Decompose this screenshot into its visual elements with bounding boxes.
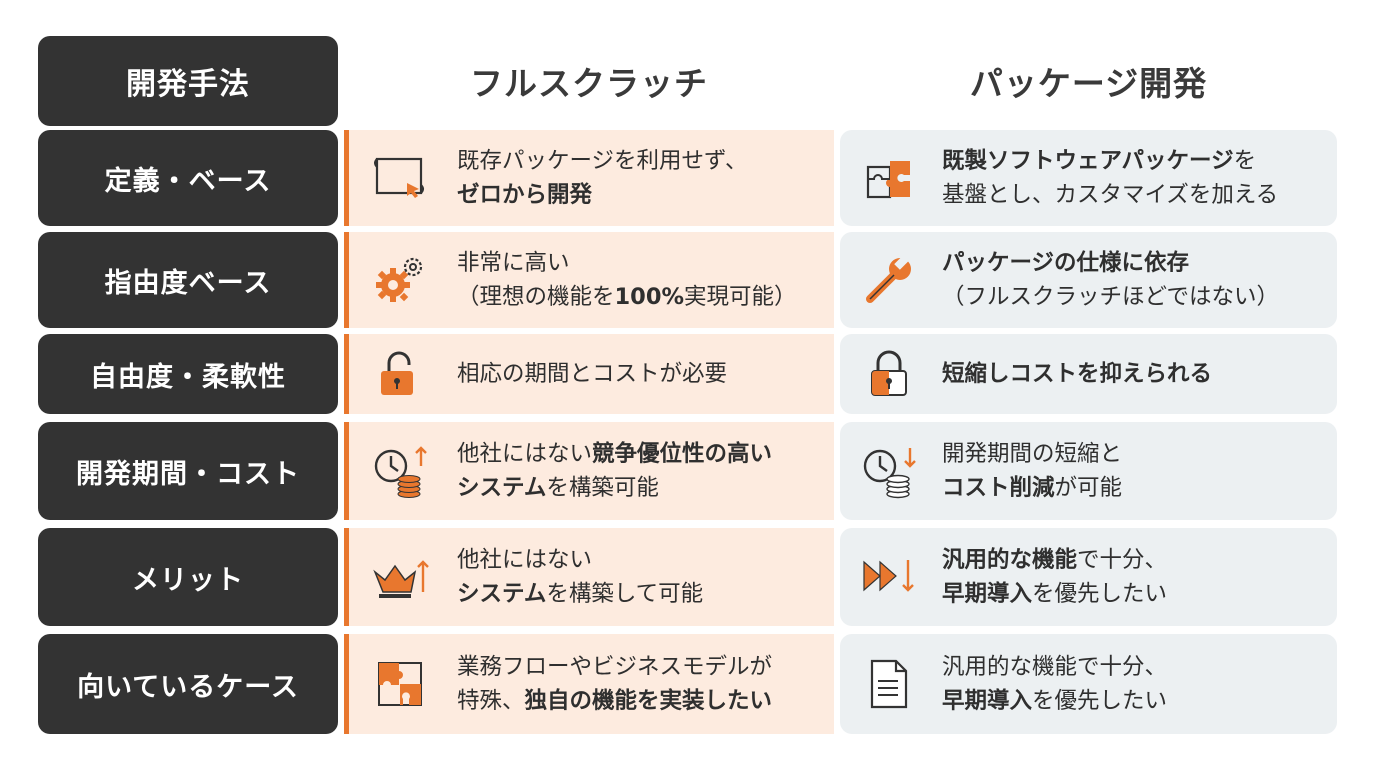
fullscratch-cell-base: 非常に高い （理想の機能を100%実現可能） <box>344 232 834 328</box>
header-method-cell: 開発手法 <box>38 36 338 126</box>
document-icon <box>860 655 918 713</box>
package-cell-flexibility: 短縮しコストを抑えられる <box>840 334 1337 414</box>
pk-cost-line1: 開発期間の短縮と <box>942 441 1123 467</box>
fs-base-line2a: （理想の機能を <box>457 284 615 310</box>
fs-cost-line2a-bold: システム <box>457 475 547 501</box>
pk-merit-line2a-bold: 早期導入 <box>942 581 1033 607</box>
pk-cost-line2a-bold: コスト削減 <box>942 475 1055 501</box>
package-cell-merit: 汎用的な機能で十分、 早期導入を優先したい <box>840 528 1337 626</box>
header-method-label: 開発手法 <box>126 67 250 102</box>
puzzle-icon <box>371 655 429 713</box>
fs-base-line1: 非常に高い <box>457 250 570 276</box>
package-cell-period-cost: 開発期間の短縮と コスト削減が可能 <box>840 422 1337 520</box>
pk-merit-line1a-bold: 汎用的な機能 <box>942 547 1078 573</box>
column-header-package: パッケージ開発 <box>840 36 1337 126</box>
fs-case-line2a: 特殊、 <box>457 688 525 714</box>
fs-base-line2b-bold: 100% <box>614 284 685 310</box>
column-title-package: パッケージ開発 <box>969 64 1208 103</box>
fs-def-line1: 既存パッケージを利用せず、 <box>457 148 748 174</box>
fs-case-line2b-bold: 独自の機能を実装したい <box>524 688 773 714</box>
clock-coins-down-icon <box>860 442 918 500</box>
fs-cost-line1b-bold: 競争優位性の高い <box>592 441 773 467</box>
fullscratch-cell-suitable-case: 業務フローやビジネスモデルが 特殊、独自の機能を実装したい <box>344 634 834 734</box>
pk-def-line1-bold: 既製ソフトウェアパッケージ <box>942 148 1234 174</box>
crown-up-icon <box>371 548 429 606</box>
pk-case-line1: 汎用的な機能で十分、 <box>942 654 1168 680</box>
fs-cost-line2b: を構築可能 <box>546 475 659 501</box>
puzzle-box-icon <box>860 149 918 207</box>
padlock-icon <box>860 345 918 403</box>
row-label-definition: 定義・ベース <box>38 130 338 226</box>
fs-merit-line1: 他社にはない <box>457 547 593 573</box>
pk-base-line1-bold: パッケージの仕様に依存 <box>942 250 1190 276</box>
pk-def-line1-rest: を <box>1233 148 1257 174</box>
pk-cost-line2b: が可能 <box>1054 475 1123 501</box>
row-label-text: 定義・ベース <box>104 165 272 197</box>
pk-flex-line1a: 短縮し <box>942 361 1010 387</box>
fullscratch-cell-definition: 既存パッケージを利用せず、 ゼロから開発 <box>344 130 834 226</box>
fast-forward-down-icon <box>860 548 918 606</box>
row-label-merit: メリット <box>38 528 338 626</box>
pk-case-line2a-bold: 早期導入 <box>942 688 1033 714</box>
row-label-base: 指由度ベース <box>38 232 338 328</box>
row-label-text: 自由度・柔軟性 <box>90 361 286 393</box>
wrench-icon <box>860 251 918 309</box>
row-label-period-cost: 開発期間・コスト <box>38 422 338 520</box>
unlocked-padlock-icon <box>371 345 429 403</box>
row-label-flexibility: 自由度・柔軟性 <box>38 334 338 414</box>
pk-merit-line2b: を優先したい <box>1032 581 1168 607</box>
fullscratch-cell-period-cost: 他社にはない競争優位性の高い システムを構築可能 <box>344 422 834 520</box>
fs-base-line2c: 実現可能） <box>684 284 797 310</box>
fs-case-line1: 業務フローやビジネスモデルが <box>457 654 773 680</box>
blueprint-cursor-icon <box>371 149 429 207</box>
fs-def-line2-bold: ゼロから開発 <box>457 182 593 208</box>
pk-merit-line1b: で十分、 <box>1077 547 1168 573</box>
package-cell-suitable-case: 汎用的な機能で十分、 早期導入を優先したい <box>840 634 1337 734</box>
gears-icon <box>371 251 429 309</box>
package-cell-base: パッケージの仕様に依存 （フルスクラッチほどではない） <box>840 232 1337 328</box>
fs-merit-line2b: を構築して可能 <box>546 581 704 607</box>
fs-flex-line1: 相応の期間とコストが必要 <box>457 361 728 387</box>
clock-coins-up-icon <box>371 442 429 500</box>
row-label-suitable-case: 向いているケース <box>38 634 338 734</box>
pk-flex-line1b: コストを抑えられる <box>1009 361 1213 387</box>
pk-case-line2b: を優先したい <box>1032 688 1168 714</box>
fs-cost-line1a: 他社にはない <box>457 441 593 467</box>
pk-base-line2: （フルスクラッチほどではない） <box>942 284 1280 310</box>
fullscratch-cell-flexibility: 相応の期間とコストが必要 <box>344 334 834 414</box>
column-header-fullscratch: フルスクラッチ <box>344 36 834 126</box>
pk-def-line2: 基盤とし、カスタマイズを加える <box>942 182 1279 208</box>
row-label-text: 開発期間・コスト <box>76 458 300 490</box>
row-label-text: 向いているケース <box>77 671 299 703</box>
row-label-text: 指由度ベース <box>104 267 272 299</box>
fs-merit-line2a-bold: システム <box>457 581 547 607</box>
row-label-text: メリット <box>132 564 244 596</box>
fullscratch-cell-merit: 他社にはない システムを構築して可能 <box>344 528 834 626</box>
package-cell-definition: 既製ソフトウェアパッケージを 基盤とし、カスタマイズを加える <box>840 130 1337 226</box>
column-title-fullscratch: フルスクラッチ <box>470 64 708 103</box>
